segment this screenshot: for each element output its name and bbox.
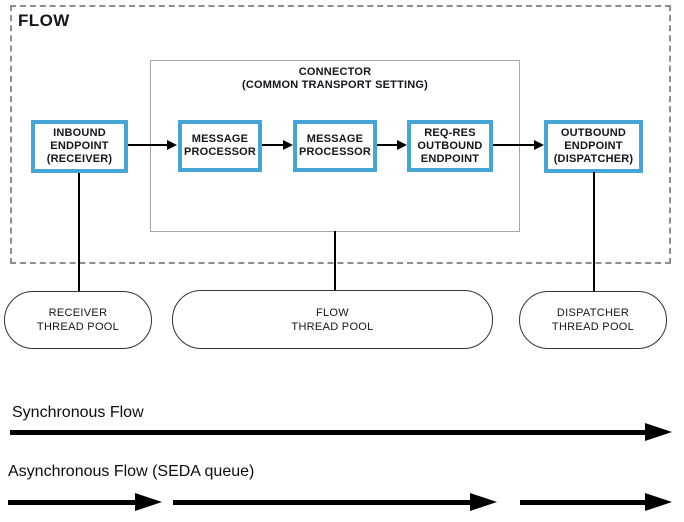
receiver-pool-connector-line bbox=[78, 173, 80, 291]
flow-thread-pool: FLOW THREAD POOL bbox=[172, 290, 493, 349]
asynchronous-flow-arrow-segment-1 bbox=[8, 493, 162, 511]
dispatcher-thread-pool: DISPATCHER THREAD POOL bbox=[519, 291, 667, 349]
node-message-processor-1: MESSAGE PROCESSOR bbox=[178, 120, 262, 172]
receiver-thread-pool: RECEIVER THREAD POOL bbox=[4, 291, 152, 349]
flow-arrow-4 bbox=[493, 140, 544, 150]
asynchronous-flow-arrow-segment-2 bbox=[173, 493, 497, 511]
flow-pool-connector-line bbox=[334, 231, 336, 290]
node-inbound-endpoint: INBOUND ENDPOINT (RECEIVER) bbox=[31, 120, 128, 173]
asynchronous-flow-arrow-segment-3 bbox=[520, 493, 672, 511]
flow-title: FLOW bbox=[18, 11, 70, 30]
node-req-res-outbound-endpoint: REQ-RES OUTBOUND ENDPOINT bbox=[407, 120, 493, 172]
synchronous-flow-arrow bbox=[10, 423, 672, 441]
node-message-processor-2: MESSAGE PROCESSOR bbox=[293, 120, 377, 172]
flow-arrow-3 bbox=[377, 140, 407, 150]
node-outbound-endpoint: OUTBOUND ENDPOINT (DISPATCHER) bbox=[544, 120, 643, 173]
connector-title: CONNECTOR (COMMON TRANSPORT SETTING) bbox=[241, 66, 429, 91]
flow-arrow-2 bbox=[262, 140, 293, 150]
flow-arrow-1 bbox=[128, 140, 177, 150]
asynchronous-flow-label: Asynchronous Flow (SEDA queue) bbox=[8, 463, 255, 480]
synchronous-flow-label: Synchronous Flow bbox=[12, 404, 144, 421]
dispatcher-pool-connector-line bbox=[593, 172, 595, 291]
flow-boundary bbox=[10, 5, 671, 264]
